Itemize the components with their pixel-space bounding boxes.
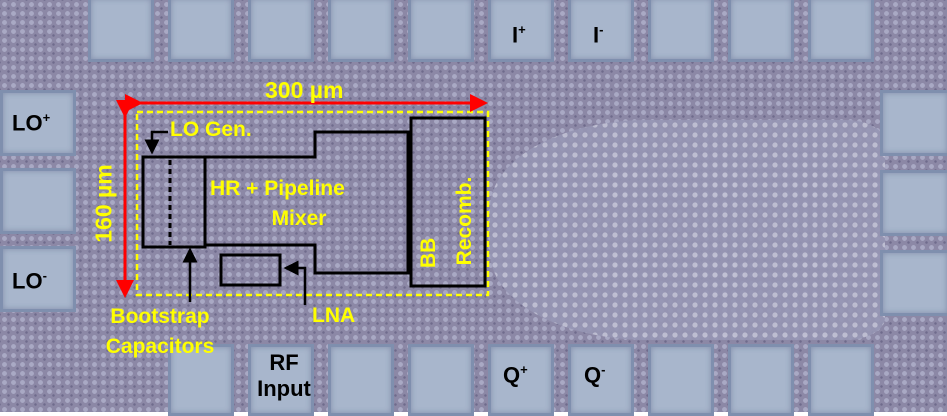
core-area-outline [135,110,490,297]
bond-pad [168,0,234,62]
q-plus-label: Q+ [503,362,528,388]
bond-pad [808,0,874,62]
bb-recomb-block [409,116,487,288]
lna-block [219,253,282,287]
bond-pad-i-plus [488,0,554,62]
bond-pad [408,0,474,62]
bond-pad-lo-plus [0,90,76,156]
bond-pad [168,344,234,416]
lo-plus-label: LO+ [12,110,51,136]
bond-pad [880,250,947,316]
bond-pad [728,0,794,62]
bond-pad [880,170,947,236]
lna-label: LNA [312,304,356,327]
fill-pattern-region [490,120,885,340]
lo-gen-arrow [144,130,168,155]
bond-pad-q-minus [568,344,634,416]
lna-arrow [283,260,307,305]
bond-pad [328,0,394,62]
bond-pad [880,90,947,156]
bond-pad [328,344,394,416]
bond-pad-lo-minus [0,246,76,312]
lo-gen-label: LO Gen. [170,118,252,141]
bond-pad-i-minus [568,0,634,62]
mixer-block [203,130,410,275]
i-plus-label: I+ [512,22,526,48]
lo-minus-label: LO- [12,268,47,294]
bond-pad [0,168,76,234]
height-dimension-label: 160 µm [90,164,117,243]
q-minus-label: Q- [584,362,606,388]
width-dimension-label: 300 µm [265,77,344,103]
bond-pad [648,0,714,62]
bond-pad [88,0,154,62]
bond-pad [248,0,314,62]
bond-pad [728,344,794,416]
i-minus-label: I- [593,22,604,48]
